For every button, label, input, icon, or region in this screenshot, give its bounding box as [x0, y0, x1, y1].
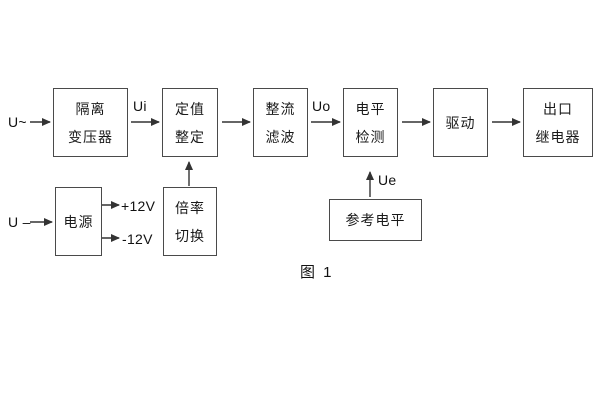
block-label: 变压器	[68, 128, 113, 145]
signal-label-minus-12v: -12V	[122, 231, 153, 247]
block-drive: 驱动	[433, 88, 488, 157]
block-label: 隔离	[75, 100, 106, 117]
block-label: 电平	[355, 100, 386, 117]
block-output-relay: 出口 继电器	[523, 88, 593, 157]
signal-label-plus-12v: +12V	[121, 198, 156, 214]
block-label: 出口	[543, 100, 573, 117]
figure-caption: 图 1	[300, 264, 334, 281]
block-label: 检测	[355, 128, 386, 145]
signal-label-uo: Uo	[312, 98, 331, 114]
block-label: 定值	[175, 100, 205, 117]
signal-label-u-ac: U~	[8, 114, 27, 130]
block-label: 倍率	[175, 199, 205, 216]
block-level-detection: 电平 检测	[343, 88, 398, 157]
block-reference-level: 参考电平	[329, 199, 422, 241]
block-ratio-switching: 倍率 切换	[163, 187, 217, 256]
block-isolation-transformer: 隔离 变压器	[53, 88, 128, 157]
block-label: 整流	[265, 100, 296, 117]
block-label: 切换	[175, 227, 205, 244]
block-label: 参考电平	[345, 212, 406, 228]
block-label: 电源	[63, 213, 94, 230]
block-label: 继电器	[535, 128, 581, 145]
block-label: 驱动	[445, 114, 476, 131]
block-label: 滤波	[265, 128, 296, 145]
signal-label-u-dc: U –	[8, 214, 31, 230]
block-label: 整定	[175, 128, 205, 145]
block-power-supply: 电源	[55, 187, 102, 256]
block-rectifier-filter: 整流 滤波	[253, 88, 308, 157]
signal-label-ue: Ue	[378, 172, 397, 188]
block-setting-adjustment: 定值 整定	[162, 88, 218, 157]
signal-label-ui: Ui	[133, 98, 147, 114]
